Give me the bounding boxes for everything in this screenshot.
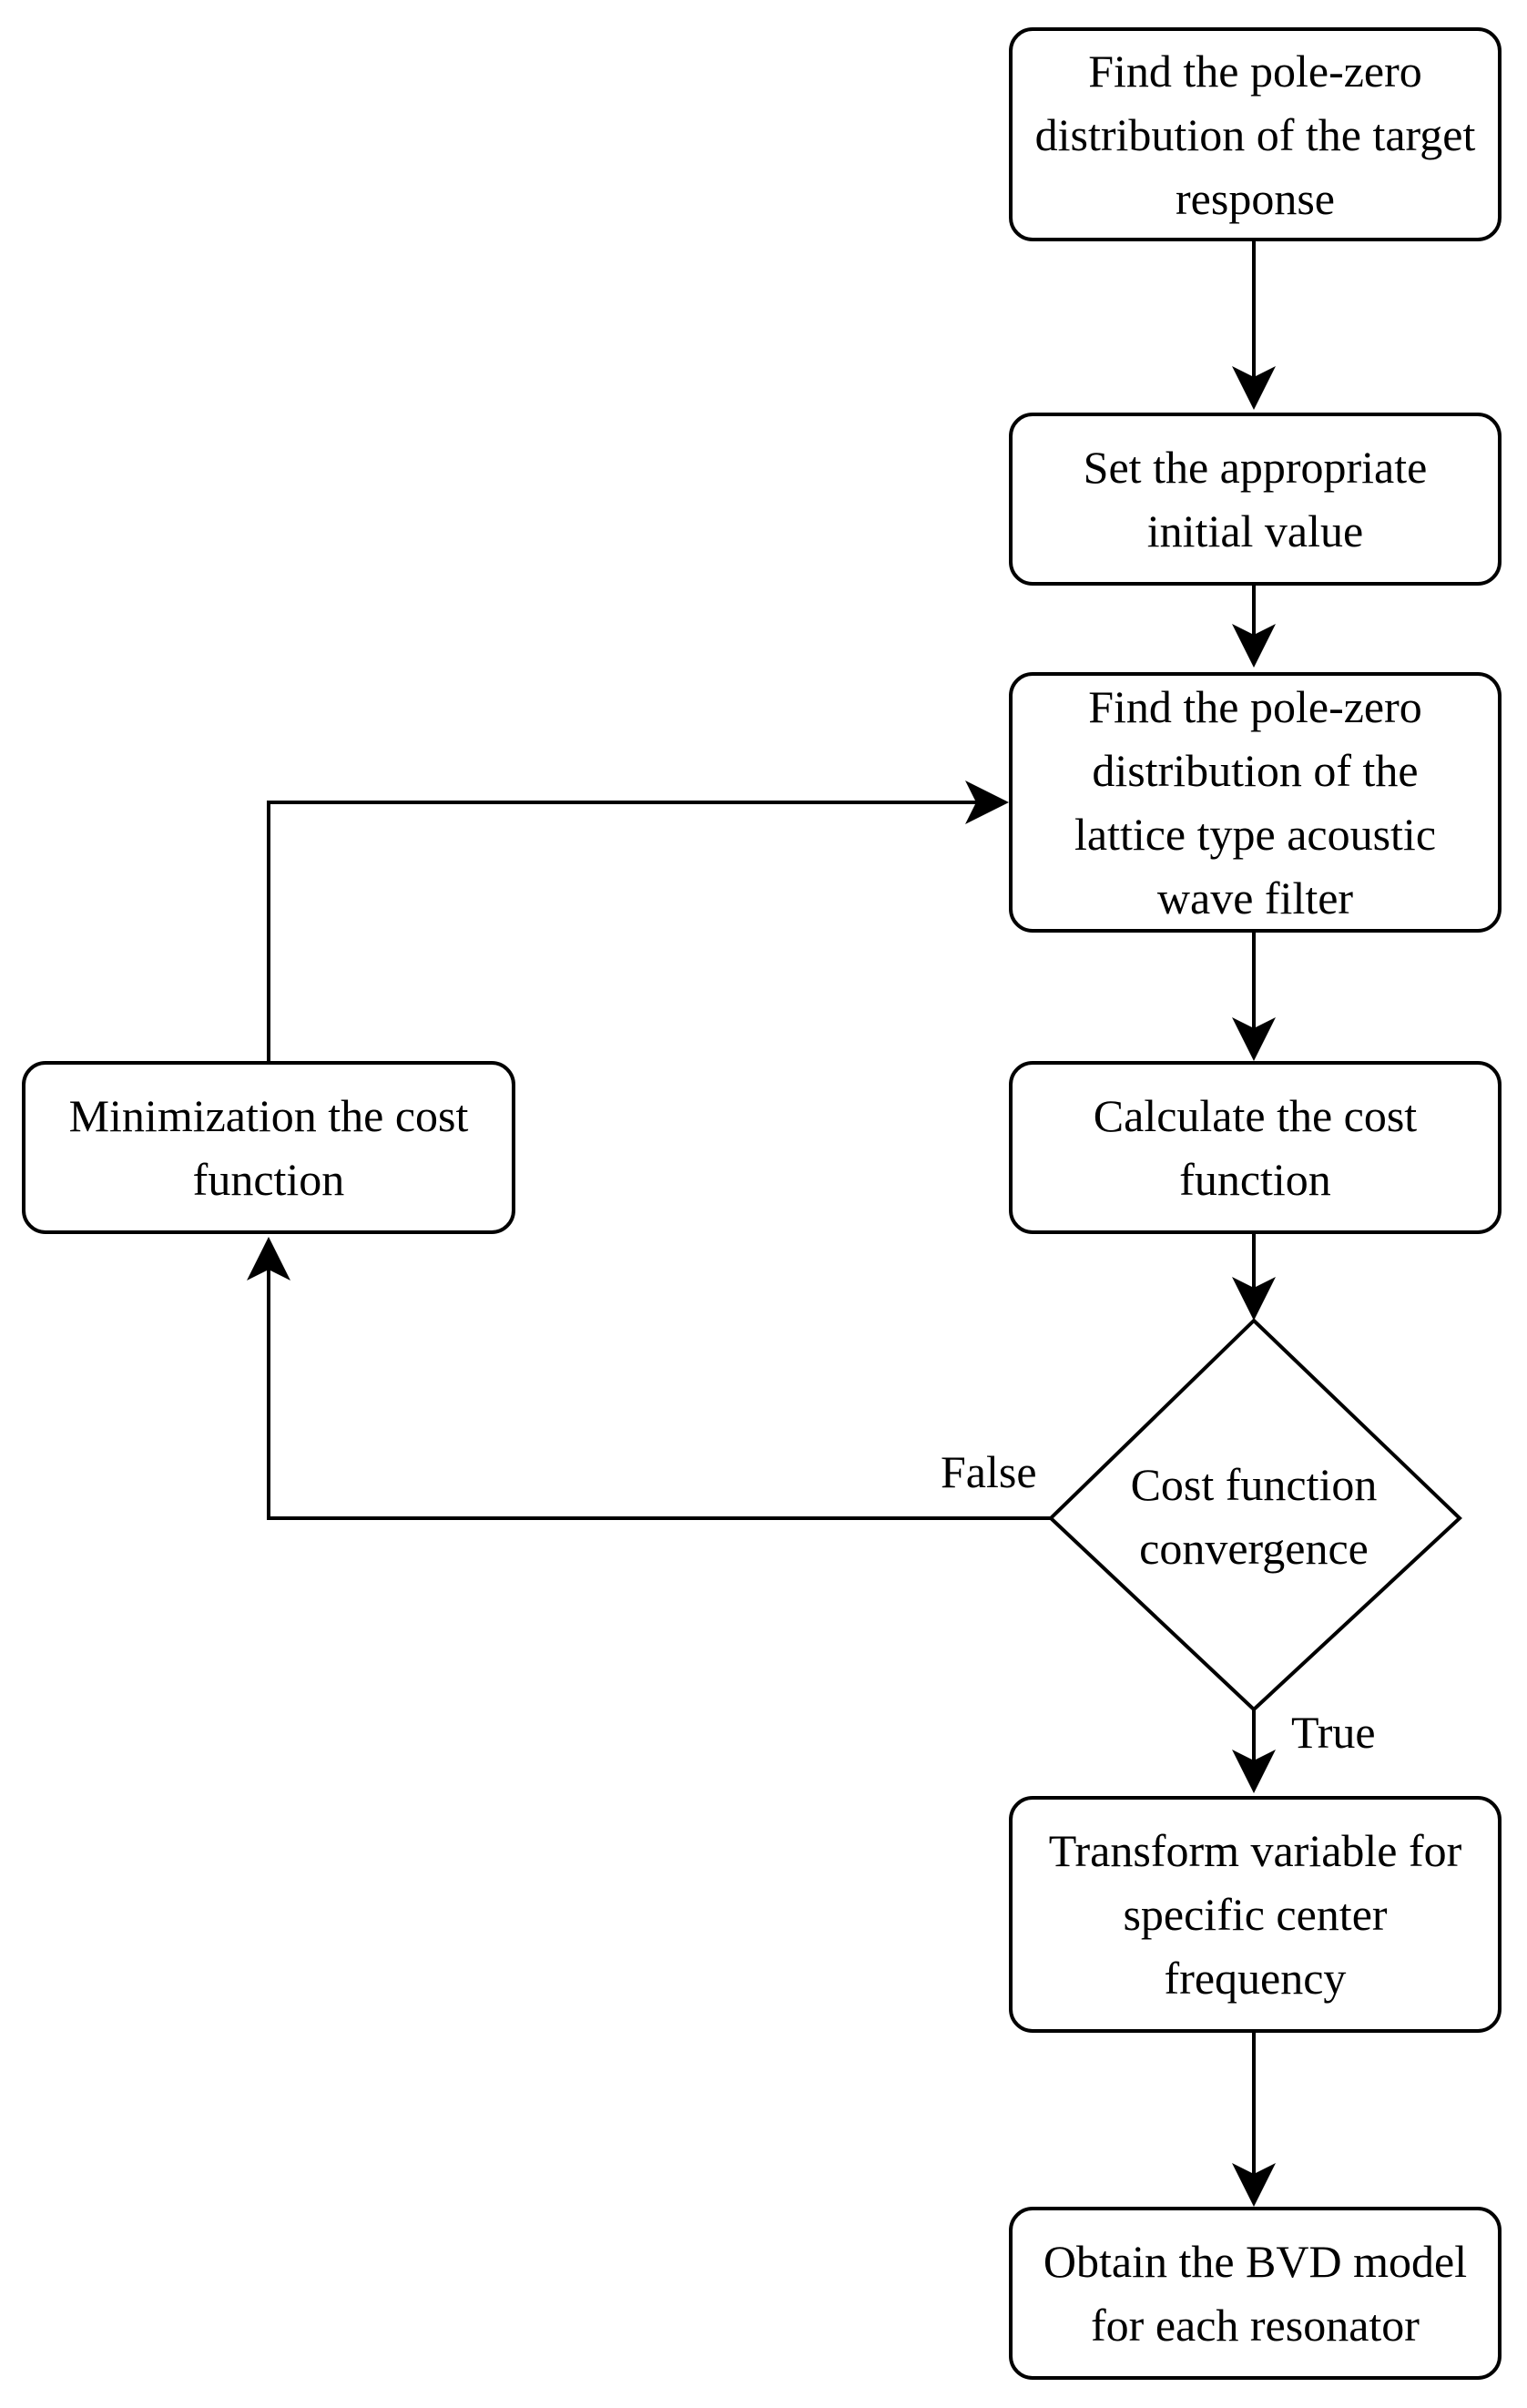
convergence-diamond <box>1048 1318 1462 1712</box>
edge-label-true: True <box>1291 1707 1376 1758</box>
node-set-initial-value-label: Set the appropriate initial value <box>1083 442 1428 556</box>
node-find-lattice-distribution-label: Find the pole-zero distribution of the l… <box>1074 681 1437 923</box>
node-minimize-cost-label: Minimization the cost function <box>68 1090 469 1205</box>
node-minimize-cost: Minimization the cost function <box>22 1061 515 1234</box>
edge-label-false: False <box>941 1446 1037 1497</box>
node-set-initial-value: Set the appropriate initial value <box>1009 413 1502 586</box>
node-find-lattice-distribution: Find the pole-zero distribution of the l… <box>1009 672 1502 933</box>
node-obtain-bvd-model-label: Obtain the BVD model for each resonator <box>1043 2236 1468 2351</box>
node-find-target-response-label: Find the pole-zero distribution of the t… <box>1034 45 1476 224</box>
decision-cost-convergence: Cost function convergence <box>1093 1448 1415 1585</box>
node-calculate-cost: Calculate the cost function <box>1009 1061 1502 1234</box>
node-transform-variable: Transform variable for specific center f… <box>1009 1796 1502 2033</box>
decision-cost-convergence-label: Cost function convergence <box>1130 1459 1378 1574</box>
arrow-minimize-to-lattice <box>267 781 1009 1061</box>
node-transform-variable-label: Transform variable for specific center f… <box>1048 1825 1462 2004</box>
node-find-target-response: Find the pole-zero distribution of the t… <box>1009 27 1502 241</box>
node-calculate-cost-label: Calculate the cost function <box>1093 1090 1418 1205</box>
node-obtain-bvd-model: Obtain the BVD model for each resonator <box>1009 2207 1502 2380</box>
arrow-convergence-false-to-minimize <box>247 1237 1051 1520</box>
